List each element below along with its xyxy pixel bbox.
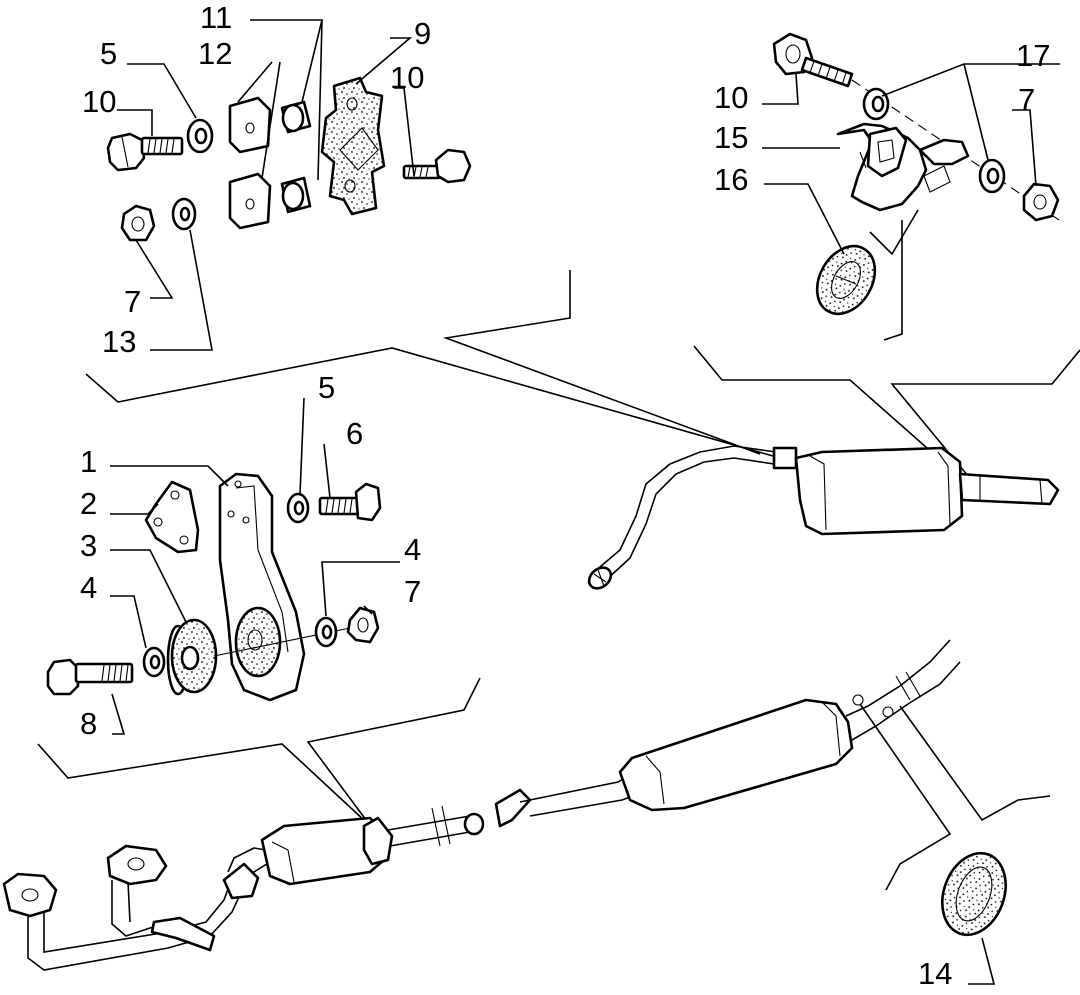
callout-17: 17 [1016,38,1050,73]
washer-part-5a [186,118,214,154]
nut-part-7c [346,606,380,644]
nut-part-7a [120,204,156,242]
washer-part-4a [142,646,166,678]
nut-part-7b [1022,182,1060,222]
callout-7: 7 [124,284,141,319]
callout-4: 4 [404,532,421,567]
washer-part-17a [862,87,890,121]
gasket-part-16 [815,244,877,316]
washer-part-5b [286,492,310,524]
hanger-group [37,397,481,837]
callout-1: 1 [80,444,97,479]
callout-12: 12 [198,36,232,71]
callout-3: 3 [80,528,97,563]
bolt-part-10b [402,148,472,184]
rear-muffler-assembly [587,445,1060,590]
bolt-part-6 [318,482,382,522]
callout-4: 4 [80,570,97,605]
hanger-bracket-part-1 [218,472,306,702]
callout-10: 10 [390,60,424,95]
rubber-block-part-9 [320,76,386,216]
clamp-part-15 [836,122,970,212]
callout-16: 16 [714,162,748,197]
callout-13: 13 [102,324,136,359]
gasket-part-14 [859,703,1051,985]
central-silencer-assembly [494,639,961,828]
plate-part-2 [144,480,200,554]
callout-7: 7 [404,574,421,609]
washer-part-13 [171,197,197,231]
callout-10: 10 [82,84,116,119]
front-pipe-catalyst-assembly [2,805,485,971]
callout-2: 2 [80,486,97,521]
bolt-part-10c [772,32,854,88]
callout-11: 11 [200,0,232,35]
callout-8: 8 [80,706,97,741]
callout-labels: 11 9 5 12 10 10 7 13 10 17 7 15 16 5 6 1… [80,0,1050,991]
bolt-part-10a [106,132,184,172]
callout-14: 14 [918,956,952,991]
bolt-part-8 [46,658,134,696]
rubber-mount-group [85,19,781,459]
callout-7: 7 [1018,82,1035,117]
callout-15: 15 [714,120,748,155]
callout-9: 9 [414,16,431,51]
rear-clamp-group [693,32,1080,477]
rubber-bush-part-3 [166,618,218,696]
callout-5: 5 [100,36,117,71]
callout-5: 5 [318,370,335,405]
washer-part-4b [314,616,338,648]
washer-part-17b [978,158,1006,194]
bracket-part-12 [228,96,272,230]
callout-6: 6 [346,416,363,451]
callout-10: 10 [714,80,748,115]
spacer-part-11 [280,100,312,214]
